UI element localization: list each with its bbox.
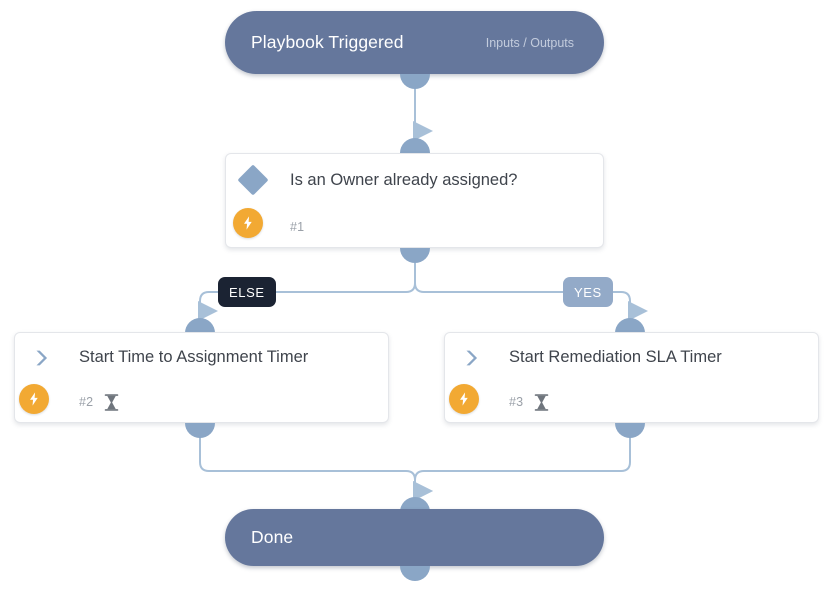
node-decision-owner-assigned[interactable]: Is an Owner already assigned? #1 <box>225 153 604 248</box>
action-right-row-title: Start Remediation SLA Timer <box>445 333 818 383</box>
decision-row-meta: #1 <box>226 206 603 247</box>
node-start-time-to-assignment-timer[interactable]: Start Time to Assignment Timer #2 <box>14 332 389 423</box>
branch-label-else[interactable]: ELSE <box>218 277 276 307</box>
diamond-icon <box>237 164 269 196</box>
bolt-icon <box>460 392 468 406</box>
decision-row-title: Is an Owner already assigned? <box>226 154 603 206</box>
action-left-step-number: #2 <box>79 395 94 410</box>
node-done[interactable]: Done <box>225 509 604 566</box>
handle-decision-top[interactable] <box>400 138 430 153</box>
done-title: Done <box>251 527 294 547</box>
action-right-title: Start Remediation SLA Timer <box>509 348 722 367</box>
branch-else-text: ELSE <box>229 284 265 300</box>
bolt-icon <box>30 392 38 406</box>
edge-action-right-to-done <box>413 433 631 501</box>
action-left-row-title: Start Time to Assignment Timer <box>15 333 388 383</box>
handle-action-left-top[interactable] <box>185 318 215 333</box>
action-left-row-meta: #2 <box>15 383 388 422</box>
edge-action-left-to-done <box>199 433 433 501</box>
action-left-title: Start Time to Assignment Timer <box>79 348 309 367</box>
branch-yes-text: YES <box>574 284 602 300</box>
chevron-right-icon <box>36 350 48 366</box>
hourglass-icon <box>535 394 549 411</box>
handle-trigger-bottom[interactable] <box>400 74 430 89</box>
bolt-icon <box>244 216 252 230</box>
node-playbook-triggered[interactable]: Playbook Triggered Inputs / Outputs <box>225 11 604 74</box>
inputs-outputs-label[interactable]: Inputs / Outputs <box>485 35 574 50</box>
decision-title: Is an Owner already assigned? <box>290 170 518 189</box>
decision-step-number: #1 <box>290 219 305 234</box>
action-right-step-number: #3 <box>509 395 524 410</box>
chevron-right-icon <box>466 350 478 366</box>
handle-action-left-bottom[interactable] <box>185 423 215 438</box>
action-right-row-meta: #3 <box>445 383 818 422</box>
bolt-icon-decision[interactable] <box>233 208 263 238</box>
bolt-icon-action-right[interactable] <box>449 384 479 414</box>
branch-label-yes[interactable]: YES <box>563 277 613 307</box>
handle-action-right-bottom[interactable] <box>615 423 645 438</box>
playbook-triggered-title: Playbook Triggered <box>251 32 404 52</box>
handle-done-top[interactable] <box>400 497 430 512</box>
node-start-remediation-sla-timer[interactable]: Start Remediation SLA Timer #3 <box>444 332 819 423</box>
hourglass-icon <box>105 394 119 411</box>
bolt-icon-action-left[interactable] <box>19 384 49 414</box>
handle-action-right-top[interactable] <box>615 318 645 333</box>
handle-decision-bottom[interactable] <box>400 248 430 263</box>
handle-done-bottom[interactable] <box>400 566 430 581</box>
